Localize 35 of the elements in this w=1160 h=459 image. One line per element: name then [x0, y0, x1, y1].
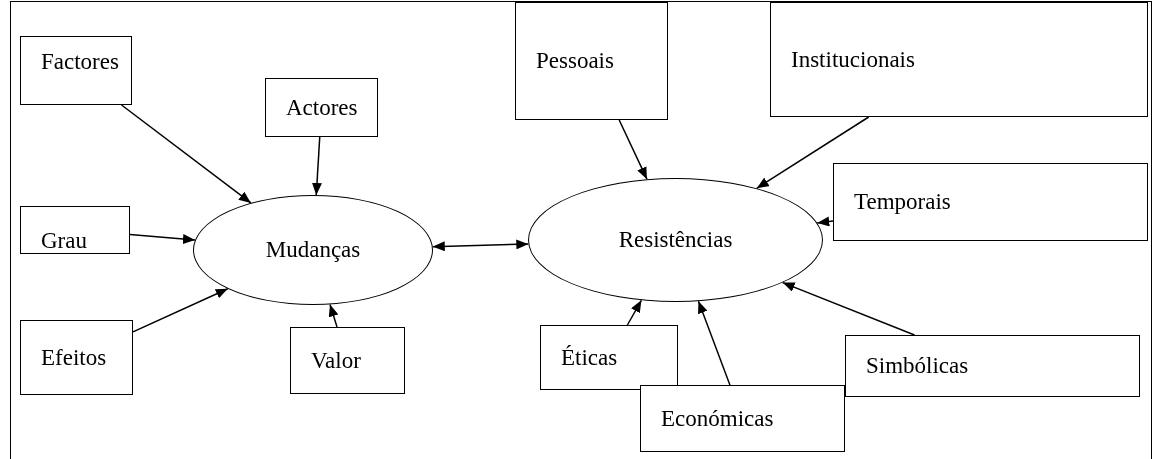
arrow — [312, 136, 322, 196]
arrow — [129, 233, 196, 245]
arrow — [697, 300, 731, 386]
text-box — [20, 320, 133, 395]
text-box — [540, 325, 678, 390]
node-label: Grau — [41, 227, 87, 253]
text-box — [20, 36, 132, 105]
text-box — [265, 78, 378, 137]
text-box — [770, 2, 1148, 117]
arrow — [756, 116, 870, 189]
text-box — [833, 163, 1148, 241]
arrow — [432, 239, 530, 252]
node-label: Mudanças — [265, 237, 361, 263]
arrow — [132, 288, 229, 333]
node-label: Económicas — [661, 405, 774, 432]
arrow — [328, 303, 339, 328]
node-label: Simbólicas — [866, 353, 969, 379]
text-box — [290, 327, 405, 394]
node-label: Pessoais — [536, 48, 614, 74]
arrow — [618, 119, 648, 180]
arrow — [816, 216, 834, 227]
arrow — [120, 104, 252, 204]
node-label: Temporais — [854, 189, 951, 215]
arrow — [781, 281, 916, 336]
node-label: Actores — [286, 94, 358, 121]
text-box — [20, 206, 130, 254]
text-box — [845, 335, 1140, 397]
node-label: Efeitos — [41, 344, 107, 371]
text-box — [515, 2, 668, 120]
node-label: Factores — [41, 49, 119, 75]
node-label: Éticas — [561, 344, 618, 371]
node-label: Institucionais — [791, 46, 915, 73]
node-label: Resistências — [618, 227, 733, 253]
text-box — [640, 385, 845, 452]
node-label: Valor — [311, 347, 361, 374]
